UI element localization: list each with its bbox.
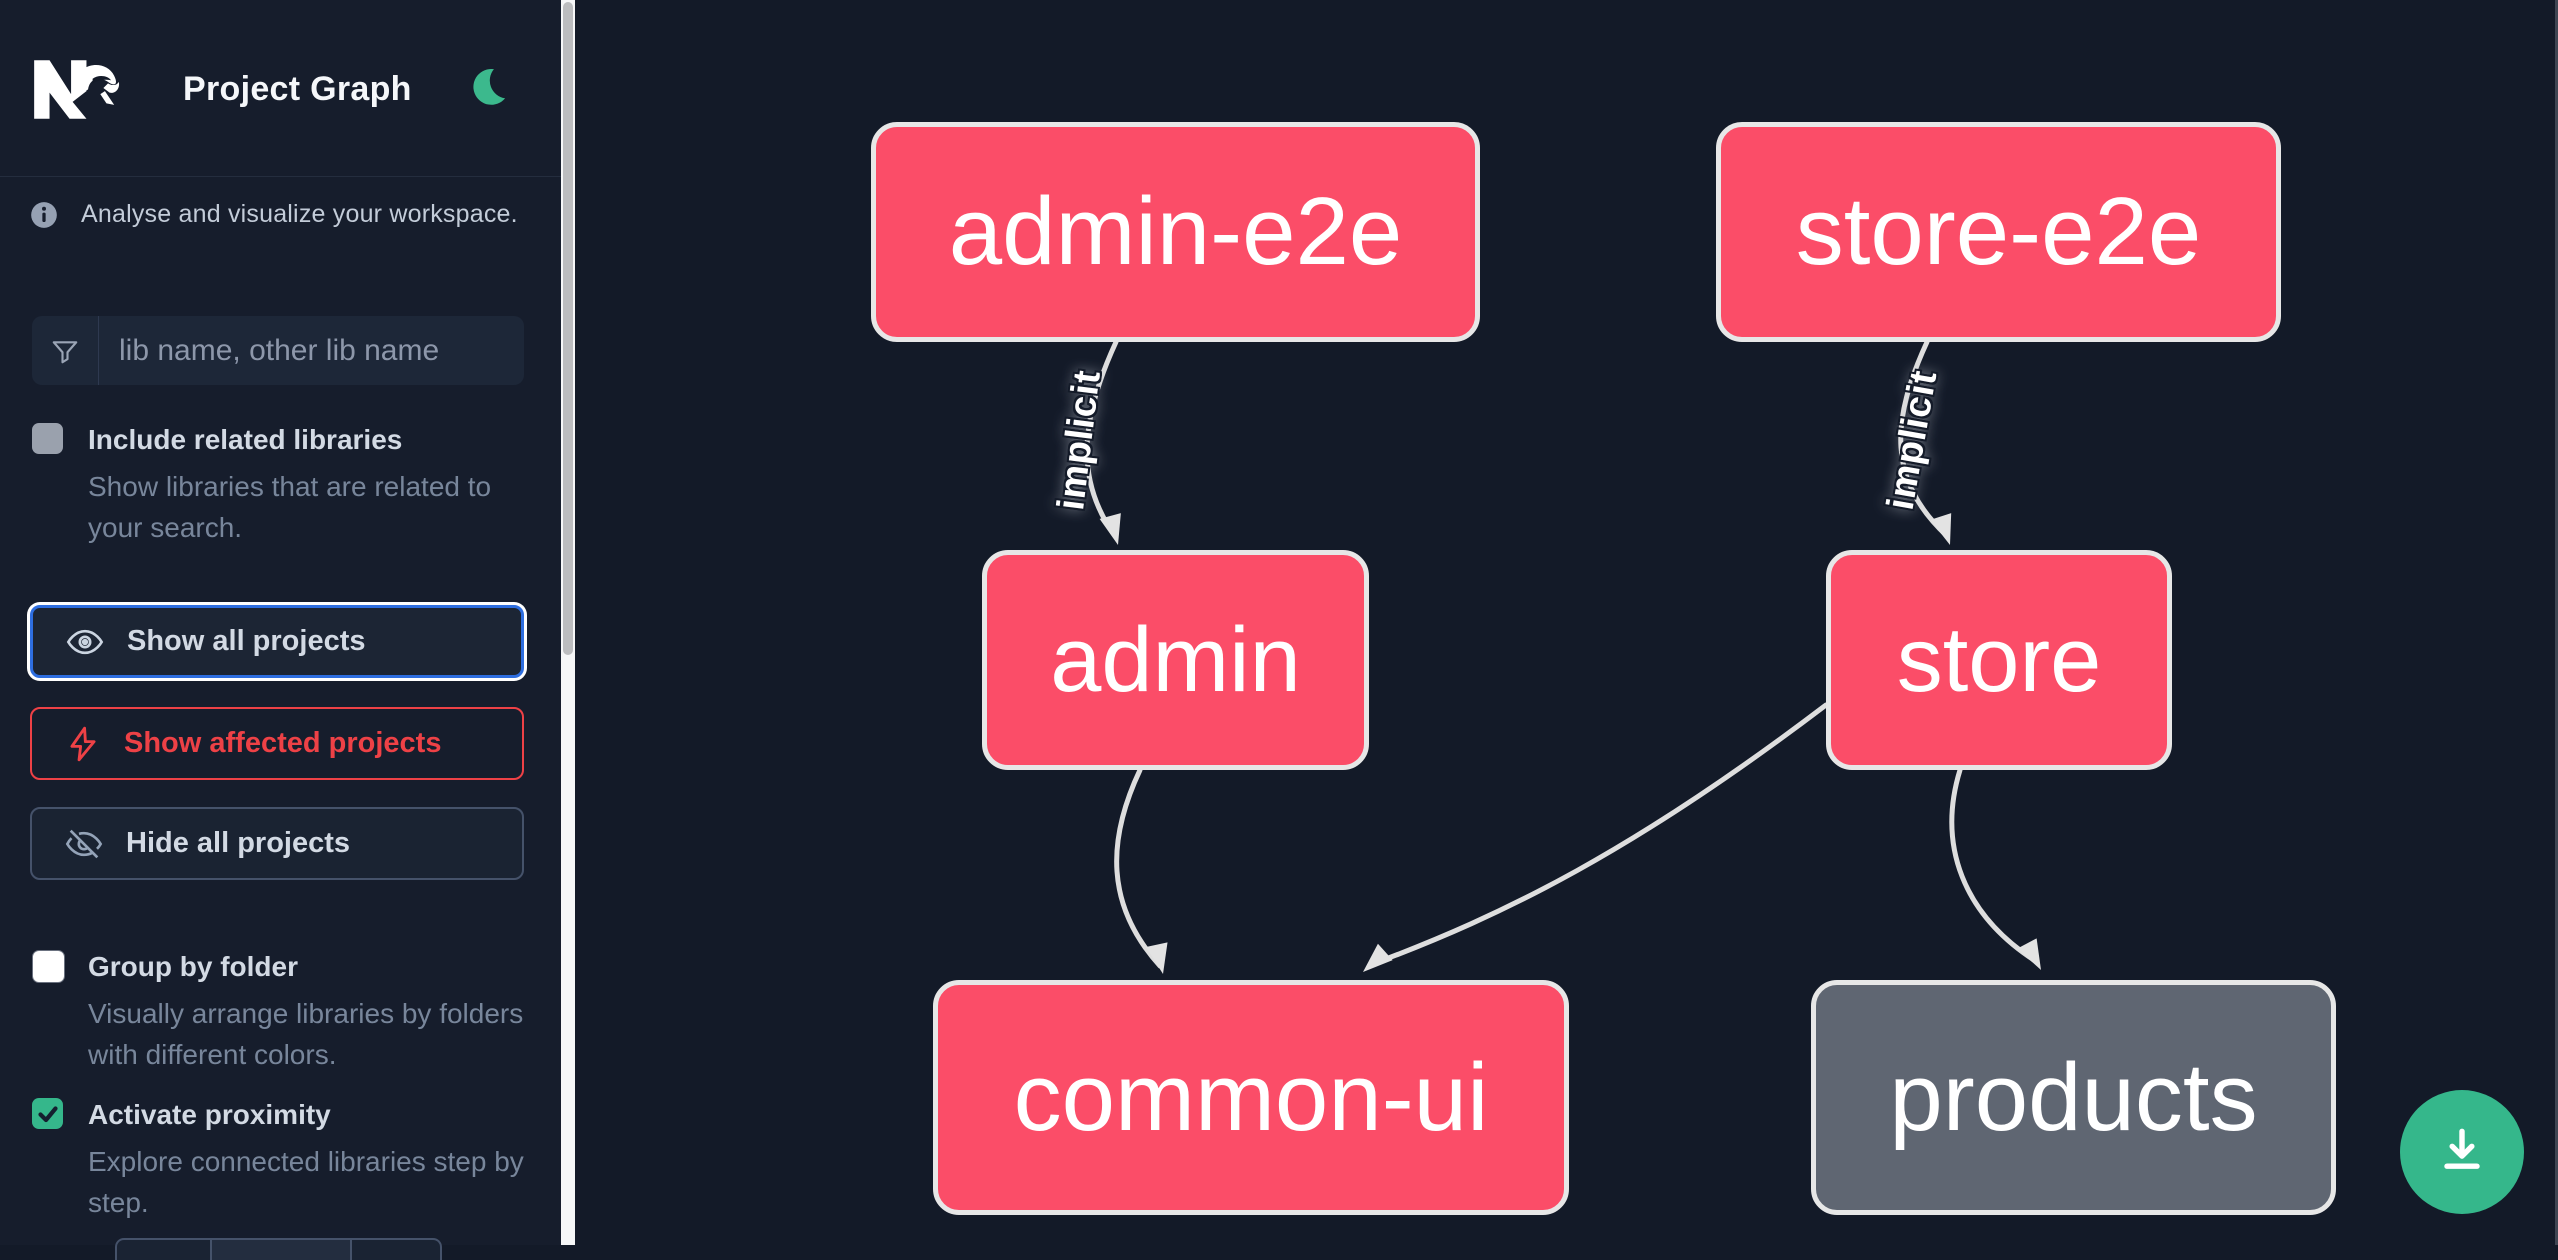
eye-icon — [66, 629, 104, 654]
sidebar-scrollbar[interactable] — [561, 0, 575, 1245]
arrowhead — [1363, 943, 1393, 972]
toggle-activate-proximity: Activate proximity Explore connected lib… — [32, 1098, 532, 1223]
segment-3[interactable] — [352, 1238, 442, 1260]
moon-icon[interactable] — [466, 62, 516, 112]
show-all-projects-label: Show all projects — [127, 625, 366, 657]
hide-all-projects-label: Hide all projects — [126, 827, 351, 859]
arrowhead — [1146, 942, 1168, 974]
hide-all-projects-button[interactable]: Hide all projects — [30, 807, 524, 880]
workspace-tagline: Analyse and visualize your workspace. — [81, 200, 518, 228]
arrowhead — [1930, 513, 1952, 545]
segment-2[interactable] — [212, 1238, 352, 1260]
workspace-tagline-row: Analyse and visualize your workspace. — [30, 200, 518, 229]
search-input[interactable] — [99, 316, 525, 385]
segment-1[interactable] — [115, 1238, 212, 1260]
page-title: Project Graph — [183, 70, 412, 108]
activate-proximity-checkbox[interactable] — [32, 1098, 63, 1129]
sidebar-header: Project Graph — [0, 0, 561, 177]
activate-proximity-description: Explore connected libraries step by step… — [88, 1146, 524, 1218]
toggle-group-by-folder: Group by folder Visually arrange librari… — [32, 950, 532, 1075]
arrowhead — [2017, 938, 2041, 970]
show-affected-projects-button[interactable]: Show affected projects — [30, 707, 524, 780]
show-affected-projects-label: Show affected projects — [124, 727, 442, 759]
graph-node-products[interactable]: products — [1811, 980, 2336, 1215]
group-by-folder-description: Visually arrange libraries by folders wi… — [88, 998, 524, 1070]
edge-store-e2e-store — [1898, 339, 1950, 539]
edge-admin-e2e-admin — [1084, 339, 1119, 539]
project-graph-canvas[interactable]: admin-e2e store-e2e admin store common-ui pro… — [575, 0, 2558, 1245]
show-all-projects-button[interactable]: Show all projects — [30, 605, 524, 678]
group-by-folder-label[interactable]: Group by folder — [88, 951, 298, 982]
graph-edges — [1084, 339, 2041, 974]
activate-proximity-label[interactable]: Activate proximity — [88, 1099, 331, 1130]
download-icon — [2444, 1128, 2480, 1169]
edge-store-products — [1949, 767, 2040, 965]
nx-logo — [34, 60, 120, 119]
graph-node-common-ui[interactable]: common-ui — [933, 980, 1569, 1215]
check-icon — [37, 1105, 58, 1122]
eye-off-icon — [65, 829, 103, 858]
include-related-description: Show libraries that are related to your … — [88, 471, 492, 543]
download-graph-button[interactable] — [2400, 1090, 2524, 1214]
sidebar-scrollbar-thumb[interactable] — [563, 2, 573, 655]
graph-node-admin[interactable]: admin — [982, 550, 1369, 770]
edge-store-common-ui — [1367, 702, 1829, 968]
bottom-segmented-control[interactable] — [115, 1238, 442, 1260]
edge-admin-common-ui — [1114, 767, 1163, 969]
group-by-folder-checkbox[interactable] — [32, 950, 65, 983]
graph-node-store[interactable]: store — [1826, 550, 2172, 770]
sidebar: Project Graph Analyse and visualize your… — [0, 0, 561, 1260]
search-box — [32, 316, 525, 385]
funnel-icon — [32, 316, 99, 385]
bolt-icon — [70, 726, 96, 761]
info-icon — [31, 201, 57, 228]
toggle-include-related: Include related libraries Show libraries… — [32, 423, 532, 548]
graph-node-admin-e2e[interactable]: admin-e2e — [871, 122, 1480, 342]
include-related-checkbox[interactable] — [32, 423, 63, 454]
arrowhead — [1099, 513, 1121, 545]
include-related-label[interactable]: Include related libraries — [88, 424, 403, 455]
graph-node-store-e2e[interactable]: store-e2e — [1716, 122, 2281, 342]
